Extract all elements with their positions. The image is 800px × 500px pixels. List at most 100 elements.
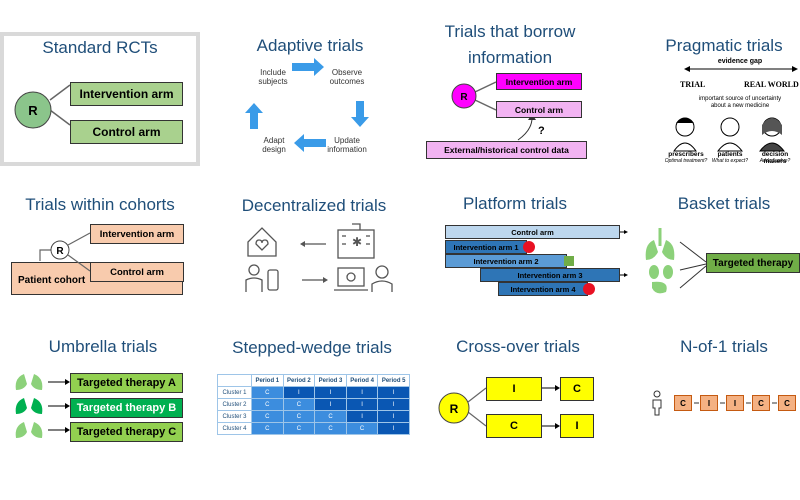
crossover-diagram: R	[438, 385, 560, 429]
table-row: Cluster 1 C I I I I	[217, 386, 410, 399]
adaptive-step-update: Update information	[327, 136, 367, 154]
trial-label: TRIAL	[680, 80, 706, 89]
arrow-right-icon	[302, 277, 328, 283]
adaptive-trials-title: Adaptive trials	[256, 36, 364, 55]
adaptive-step-include: Include subjects	[258, 68, 288, 86]
success-marker-arm-2	[564, 256, 574, 266]
cohort-randomization-circle	[50, 240, 70, 260]
lungs-icon-a	[15, 374, 43, 390]
corner-cell	[217, 374, 252, 387]
cycle-arrow-bottom	[294, 134, 326, 152]
table-cell: I	[345, 398, 379, 411]
cluster-label: Cluster 2	[217, 398, 252, 411]
platform-intervention-arm-1: Intervention arm 1	[445, 240, 527, 254]
platform-intervention-arm-3: Intervention arm 3	[480, 268, 620, 282]
lungs-icon-c	[15, 422, 43, 438]
table-cell: C	[251, 422, 284, 435]
platform-title: Platform trials	[463, 194, 567, 213]
home-heart-icon	[247, 227, 277, 257]
crossover-bottom-period-1: C	[486, 414, 542, 438]
table-cell: C	[282, 422, 316, 435]
nof1-period-4: C	[752, 395, 770, 411]
table-row: Cluster 2 C C I I I	[217, 398, 410, 411]
pragmatic-trials-title: Pragmatic trials	[665, 36, 783, 55]
borrow-diagram: R ?	[451, 81, 545, 141]
nof1-title: N-of-1 trials	[680, 337, 768, 356]
uncertainty-note-line1: important source of uncertainty	[698, 96, 782, 102]
nof1-period-1: C	[674, 395, 692, 411]
crossover-title: Cross-over trials	[456, 337, 580, 356]
cycle-arrow-left	[245, 103, 263, 129]
prescribers-label: prescribers	[668, 151, 704, 158]
lungs-icon-b	[15, 398, 43, 414]
cohort-control-arm: Control arm	[90, 262, 184, 282]
randomization-label: R	[28, 103, 38, 118]
lungs-icon	[645, 228, 675, 260]
hospital-icon: ✱	[337, 223, 375, 259]
umbrella-therapy-c: Targeted therapy C	[70, 422, 183, 442]
table-cell: I	[314, 398, 347, 411]
patients-label: patients	[717, 151, 743, 158]
period-header: Period 4	[345, 374, 379, 387]
table-cell: I	[377, 422, 410, 435]
decision-makers-label: decision makers	[761, 151, 789, 165]
basket-targeted-therapy: Targeted therapy	[706, 253, 800, 273]
table-row: Cluster 3 C C C I I	[217, 410, 410, 423]
decision-makers-question: Added value?	[759, 158, 791, 164]
table-cell: C	[282, 398, 316, 411]
patients-question: What to expect?	[711, 158, 749, 164]
decentralized-title: Decentralized trials	[241, 196, 387, 215]
table-cell: I	[282, 386, 316, 399]
umbrella-therapy-a: Targeted therapy A	[70, 373, 183, 393]
stakeholder-icons	[673, 117, 786, 152]
adaptive-cycle-arrows	[245, 58, 369, 152]
patient-cohort-label: Patient cohort	[18, 275, 86, 286]
stop-marker-arm-4	[583, 283, 595, 295]
crossover-top-period-1: I	[486, 377, 542, 401]
umbrella-lungs	[15, 374, 70, 438]
borrow-question-mark: ?	[538, 125, 545, 137]
nof1-period-5: C	[778, 395, 796, 411]
laptop-doctor-icon	[334, 265, 393, 292]
patient-icon	[716, 117, 744, 152]
person-phone-icon	[245, 264, 279, 292]
cluster-label: Cluster 1	[217, 386, 252, 399]
cohort-randomization-label: R	[56, 246, 64, 257]
nof1-period-2: I	[700, 395, 718, 411]
table-cell: I	[377, 410, 410, 423]
stepped-wedge-table: Period 1 Period 2 Period 3 Period 4 Peri…	[217, 374, 410, 435]
platform-markers	[523, 230, 628, 295]
real-world-label: REAL WORLD	[744, 80, 799, 89]
cohorts-lines: R	[39, 232, 91, 272]
table-cell: C	[314, 422, 347, 435]
platform-control-arm: Control arm	[445, 225, 620, 239]
randomization-circle	[14, 91, 52, 129]
adaptive-step-observe: Observe outcomes	[329, 68, 365, 86]
cycle-arrow-right	[351, 101, 369, 127]
decision-maker-icon	[758, 117, 786, 152]
table-cell: I	[345, 410, 379, 423]
crossover-bottom-period-2: I	[560, 414, 594, 438]
crossover-randomization-circle	[438, 392, 470, 424]
standard-intervention-arm: Intervention arm	[70, 82, 183, 106]
svg-text:✱: ✱	[352, 235, 362, 249]
borrow-randomization-circle	[451, 83, 477, 109]
stomach-icon	[652, 281, 667, 294]
nof1-person-icon	[652, 390, 662, 416]
table-cell: C	[251, 386, 284, 399]
basket-diagram	[645, 228, 707, 294]
borrow-intervention-arm: Intervention arm	[496, 73, 582, 90]
uncertainty-note-line2: about a new medicine	[710, 103, 770, 109]
table-cell: I	[314, 386, 347, 399]
prescriber-icon	[673, 117, 697, 152]
table-cell: C	[251, 398, 284, 411]
nof1-period-3: I	[726, 395, 744, 411]
period-header: Period 5	[377, 374, 410, 387]
period-header: Period 1	[251, 374, 284, 387]
arrow-left-icon	[300, 241, 326, 247]
crossover-randomization-label: R	[450, 402, 459, 416]
evidence-gap-arrow	[684, 66, 798, 72]
table-cell: C	[314, 410, 347, 423]
period-header: Period 2	[282, 374, 316, 387]
table-cell: C	[251, 410, 284, 423]
